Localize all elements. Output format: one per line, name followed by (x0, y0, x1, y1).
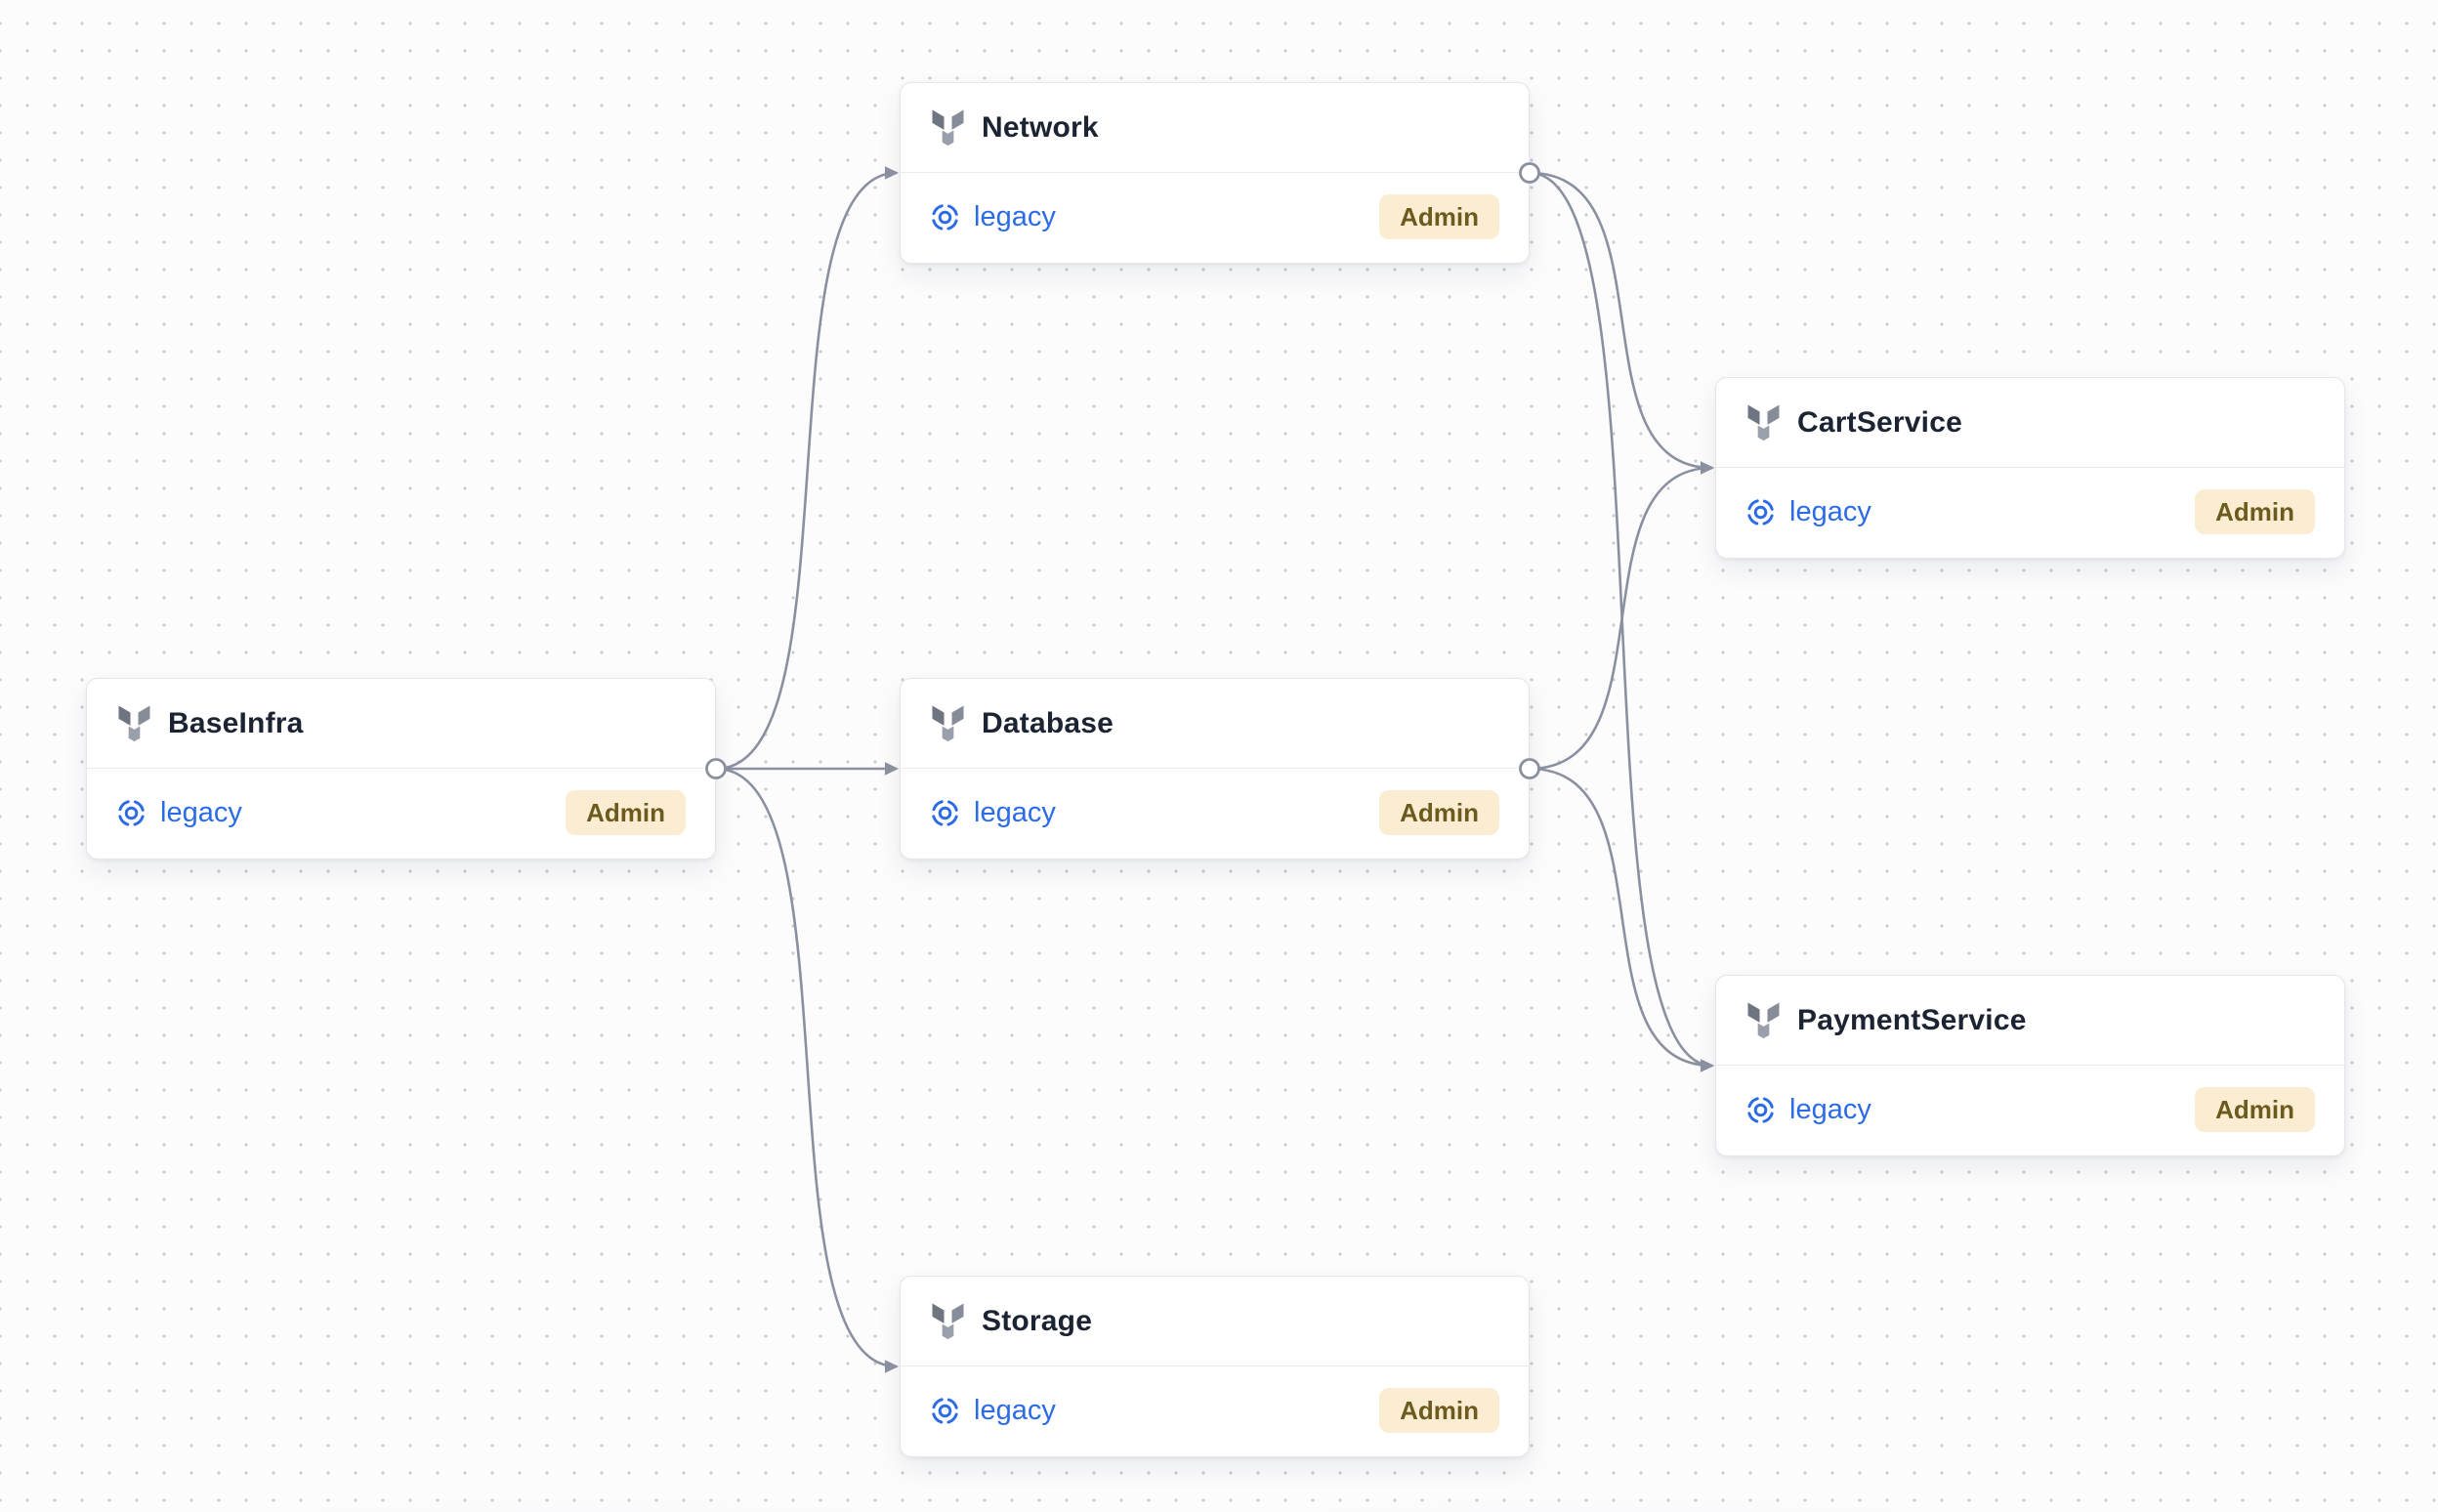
access-badge: Admin (566, 790, 686, 835)
node-title: CartService (1797, 405, 1962, 439)
node-body: legacy Admin (901, 1366, 1529, 1454)
edge-network-paymentservice (1529, 171, 1715, 1072)
project-label: legacy (1789, 1093, 1871, 1125)
project-link[interactable]: legacy (930, 1395, 1056, 1427)
workspace-node-cartservice[interactable]: CartService legacy Admin (1715, 377, 2345, 559)
project-scope-icon (930, 202, 960, 232)
project-label: legacy (974, 796, 1056, 828)
access-badge: Admin (1379, 790, 1499, 835)
node-body: legacy Admin (901, 769, 1529, 857)
project-label: legacy (974, 200, 1056, 232)
project-link[interactable]: legacy (1745, 496, 1871, 528)
workspace-node-paymentservice[interactable]: PaymentService legacy Admin (1715, 975, 2345, 1156)
edge-database-cartservice (1529, 461, 1715, 771)
node-title: PaymentService (1797, 1003, 2027, 1036)
edge-baseinfra-storage (715, 767, 900, 1373)
node-header: BaseInfra (87, 679, 715, 769)
node-header: Database (901, 679, 1529, 769)
node-header: CartService (1716, 378, 2344, 468)
terraform-icon (1745, 403, 1782, 442)
node-body: legacy Admin (1716, 1066, 2344, 1154)
project-link[interactable]: legacy (1745, 1094, 1871, 1126)
project-scope-icon (1745, 497, 1776, 527)
node-title: Storage (982, 1304, 1093, 1337)
project-scope-icon (930, 1396, 960, 1426)
node-header: Storage (901, 1277, 1529, 1366)
node-body: legacy Admin (87, 769, 715, 857)
access-badge: Admin (1379, 194, 1499, 239)
project-link[interactable]: legacy (116, 797, 242, 829)
terraform-icon (930, 1302, 966, 1341)
access-badge: Admin (1379, 1388, 1499, 1433)
access-badge: Admin (2195, 489, 2315, 534)
project-scope-icon (116, 798, 147, 828)
project-link[interactable]: legacy (930, 797, 1056, 829)
workspace-node-database[interactable]: Database legacy Admin (900, 678, 1530, 860)
project-label: legacy (974, 1394, 1056, 1426)
project-label: legacy (1789, 495, 1871, 527)
project-label: legacy (160, 796, 242, 828)
terraform-icon (930, 704, 966, 743)
project-scope-icon (930, 798, 960, 828)
access-badge: Admin (2195, 1087, 2315, 1132)
node-title: Database (982, 706, 1114, 739)
node-header: PaymentService (1716, 976, 2344, 1066)
terraform-icon (930, 108, 966, 147)
workspace-node-storage[interactable]: Storage legacy Admin (900, 1276, 1530, 1457)
node-header: Network (901, 83, 1529, 173)
project-scope-icon (1745, 1095, 1776, 1125)
node-title: Network (982, 110, 1099, 144)
edge-network-cartservice (1529, 171, 1715, 475)
workspace-node-network[interactable]: Network legacy Admin (900, 82, 1530, 264)
node-title: BaseInfra (168, 706, 304, 739)
workspace-node-baseinfra[interactable]: BaseInfra legacy Admin (86, 678, 716, 860)
terraform-icon (1745, 1001, 1782, 1040)
node-body: legacy Admin (1716, 468, 2344, 556)
node-body: legacy Admin (901, 173, 1529, 261)
edge-database-paymentservice (1529, 767, 1715, 1072)
terraform-icon (116, 704, 152, 743)
edge-baseinfra-network (715, 166, 900, 771)
project-link[interactable]: legacy (930, 201, 1056, 233)
